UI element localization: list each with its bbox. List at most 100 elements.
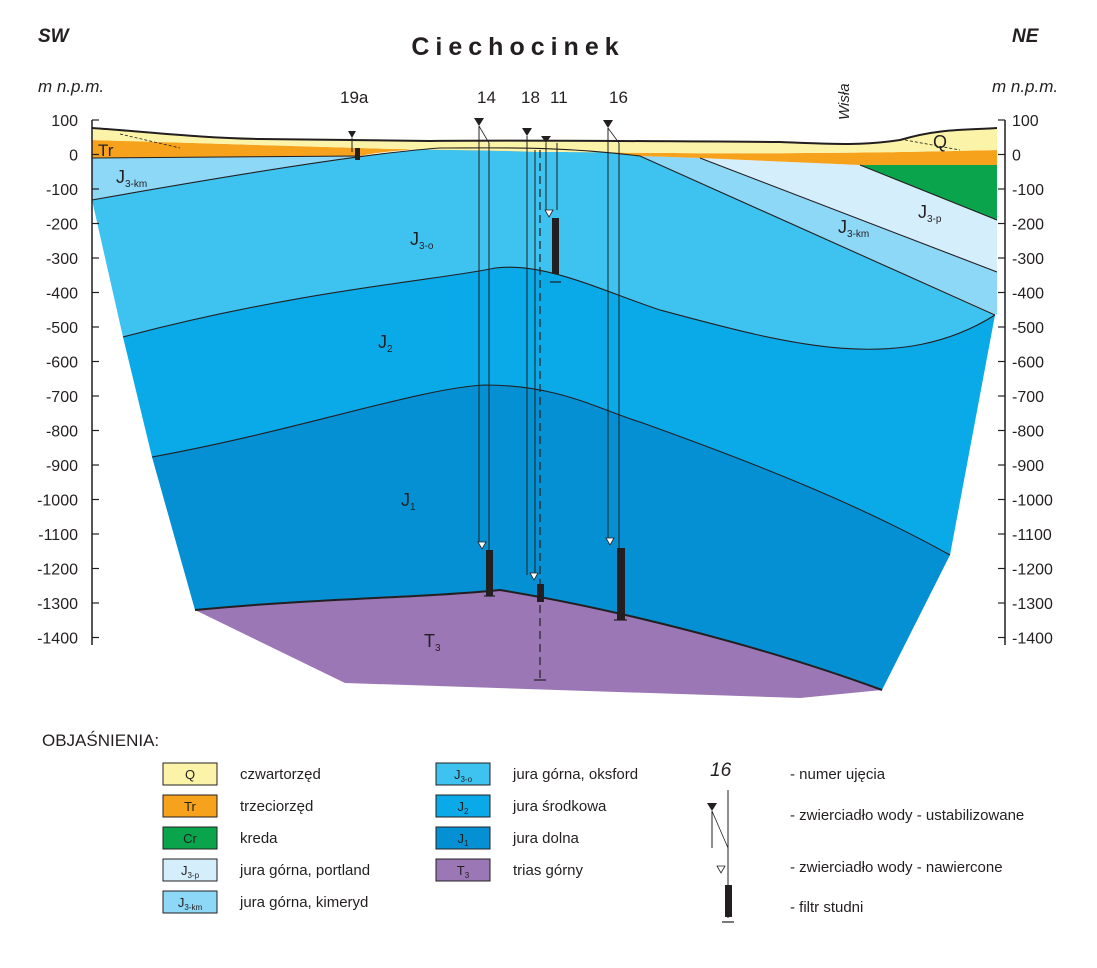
legend-drilled-water-label: - zwierciadło wody - nawiercone — [790, 859, 1003, 876]
legend-code: J3-o — [454, 767, 473, 784]
left-axis-tick-label: -1000 — [37, 493, 78, 510]
legend-code: J1 — [458, 831, 470, 848]
legend-item: J2 jura środkowa — [435, 794, 607, 818]
legend-code: J3-km — [178, 895, 203, 912]
right-axis-tick-label: -1400 — [1012, 631, 1053, 648]
legend-item: Tr trzeciorzęd — [162, 794, 313, 818]
legend-swatch — [435, 858, 491, 882]
left-axis-tick-label: -900 — [46, 458, 78, 475]
right-axis-tick-label: -500 — [1012, 320, 1044, 337]
well-label-18: 18 — [521, 88, 540, 107]
right-axis: 100 0 -100 -200 -300 -400 -500 -600 -700 -800 -900… — [998, 113, 1053, 648]
legend-static-water-label: - zwierciadło wody - ustabilizowane — [790, 807, 1024, 824]
legend-code: J2 — [458, 799, 470, 816]
legend-code: Cr — [183, 831, 197, 846]
unit-label-j3p: J3-p — [918, 202, 942, 225]
layer-tr — [92, 140, 997, 165]
well-19a — [348, 131, 360, 160]
unit-label-q: Q — [933, 132, 947, 152]
left-axis-tick-label: -100 — [46, 182, 78, 199]
right-axis-tick-label: -800 — [1012, 424, 1044, 441]
well-16 — [603, 120, 627, 621]
right-axis-tick-label: 100 — [1012, 113, 1039, 130]
river-label: Wisła — [836, 83, 853, 120]
unit-label-j3o: J3-o — [410, 229, 434, 252]
layer-j3km-left — [92, 148, 440, 200]
layer-j3o — [92, 147, 995, 350]
legend-well-symbol — [707, 790, 734, 923]
right-axis-tick-label: -200 — [1012, 217, 1044, 234]
direction-sw: SW — [38, 26, 71, 47]
left-axis-tick-label: -600 — [46, 355, 78, 372]
legend-label: trzeciorzęd — [240, 798, 313, 815]
direction-ne: NE — [1012, 26, 1040, 47]
legend-label: trias górny — [513, 862, 584, 879]
legend-well-number-label: - numer ujęcia — [790, 766, 886, 783]
legend-label: jura górna, oksford — [512, 766, 638, 783]
left-axis-tick-label: -1200 — [37, 562, 78, 579]
wells — [348, 118, 627, 681]
right-axis-tick-label: -300 — [1012, 251, 1044, 268]
legend-swatch — [162, 890, 218, 914]
right-axis-tick-label: -900 — [1012, 458, 1044, 475]
left-axis-tick-label: -400 — [46, 286, 78, 303]
well-18 — [522, 128, 546, 681]
legend-label: jura środkowa — [512, 798, 607, 815]
right-axis-tick-label: -100 — [1012, 182, 1044, 199]
well-11 — [541, 136, 561, 283]
right-axis-tick-label: -600 — [1012, 355, 1044, 372]
unit-label-tr: Tr — [98, 141, 114, 160]
unit-right: m n.p.m. — [992, 77, 1058, 96]
legend-swatch — [435, 794, 491, 818]
layer-boundaries — [91, 127, 998, 691]
legend-label: kreda — [240, 830, 278, 847]
legend-item: Cr kreda — [162, 826, 278, 850]
legend-code: T3 — [457, 863, 470, 880]
layer-j1 — [152, 385, 950, 690]
legend-swatch — [162, 826, 218, 850]
right-axis-tick-label: -700 — [1012, 389, 1044, 406]
right-axis-tick-label: -1000 — [1012, 493, 1053, 510]
unit-label-j1: J1 — [401, 490, 416, 513]
right-axis-tick-label: 0 — [1012, 148, 1021, 165]
legend-symbols: 16 - numer ujęcia - zwierciadło wody - u… — [707, 760, 1024, 923]
legend-heading: OBJAŚNIENIA: — [42, 731, 159, 750]
unit-label-j3km-right: J3-km — [838, 217, 869, 240]
right-axis-tick-label: -1200 — [1012, 562, 1053, 579]
unit-left: m n.p.m. — [38, 77, 104, 96]
left-axis-tick-label: 0 — [69, 148, 78, 165]
left-axis-tick-label: 100 — [51, 113, 78, 130]
legend-label: czwartorzęd — [240, 766, 321, 783]
right-axis-tick-label: -400 — [1012, 286, 1044, 303]
legend-label: jura górna, kimeryd — [239, 894, 368, 911]
unit-label-j3km-left: J3-km — [116, 167, 147, 190]
right-axis-tick-label: -1300 — [1012, 596, 1053, 613]
left-axis-tick-label: -1100 — [38, 527, 78, 544]
left-axis-tick-label: -800 — [46, 424, 78, 441]
well-label-16: 16 — [609, 88, 628, 107]
unit-label-t3: T3 — [424, 631, 441, 654]
legend-swatch — [162, 794, 218, 818]
legend-code: Tr — [184, 799, 196, 814]
left-axis-tick-label: -500 — [46, 320, 78, 337]
well-14 — [474, 118, 495, 597]
cross-section-body — [91, 127, 998, 698]
left-axis-tick-label: -1300 — [37, 596, 78, 613]
well-label-19a: 19a — [340, 88, 369, 107]
legend-code: Q — [185, 767, 195, 782]
legend-code: J3-p — [181, 863, 200, 880]
legend-filter-label: - filtr studni — [790, 899, 863, 916]
left-axis-tick-label: -1400 — [37, 631, 78, 648]
left-axis: 1000-100-200-300-400-500-600-700-800-900… — [37, 113, 99, 648]
left-axis-tick-label: -700 — [46, 389, 78, 406]
legend-swatch — [162, 762, 218, 786]
legend-label: jura dolna — [512, 830, 580, 847]
section-title: Ciechocinek — [411, 33, 624, 61]
right-axis-tick-label: -1100 — [1012, 527, 1052, 544]
legend-well-number-example: 16 — [710, 760, 732, 781]
legend-item: J1 jura dolna — [435, 826, 580, 850]
